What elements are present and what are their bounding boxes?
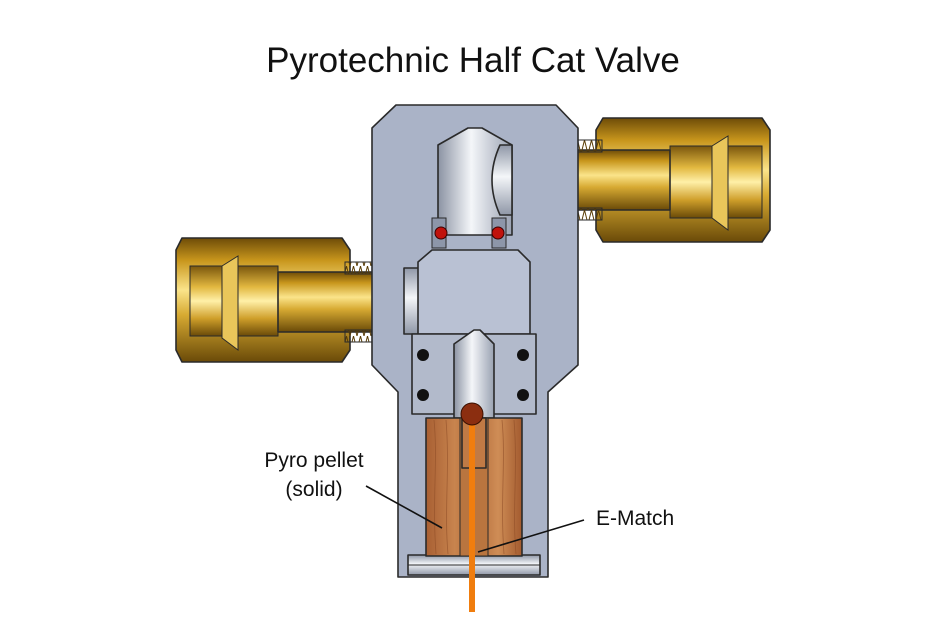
o-ring-red-right: [491, 226, 505, 240]
e-match: [460, 402, 484, 612]
diagram-title: Pyrotechnic Half Cat Valve: [266, 41, 680, 80]
label-pyro-pellet: Pyro pellet (solid): [264, 449, 443, 529]
o-ring-red-left: [434, 226, 448, 240]
label-e-match: E-Match: [477, 507, 674, 553]
valve-body: [371, 104, 579, 578]
e-match-head: [460, 402, 484, 426]
svg-text:(solid): (solid): [285, 478, 342, 501]
leader-pyro-pellet: [365, 485, 443, 529]
o-ring-black-2: [517, 349, 529, 361]
o-ring-black-1: [417, 349, 429, 361]
left-brass-fitting: [175, 237, 419, 363]
svg-text:E-Match: E-Match: [596, 507, 674, 530]
leader-e-match: [477, 519, 585, 553]
o-ring-black-3: [417, 389, 429, 401]
svg-text:Pyro pellet: Pyro pellet: [264, 449, 363, 472]
o-ring-black-4: [517, 389, 529, 401]
